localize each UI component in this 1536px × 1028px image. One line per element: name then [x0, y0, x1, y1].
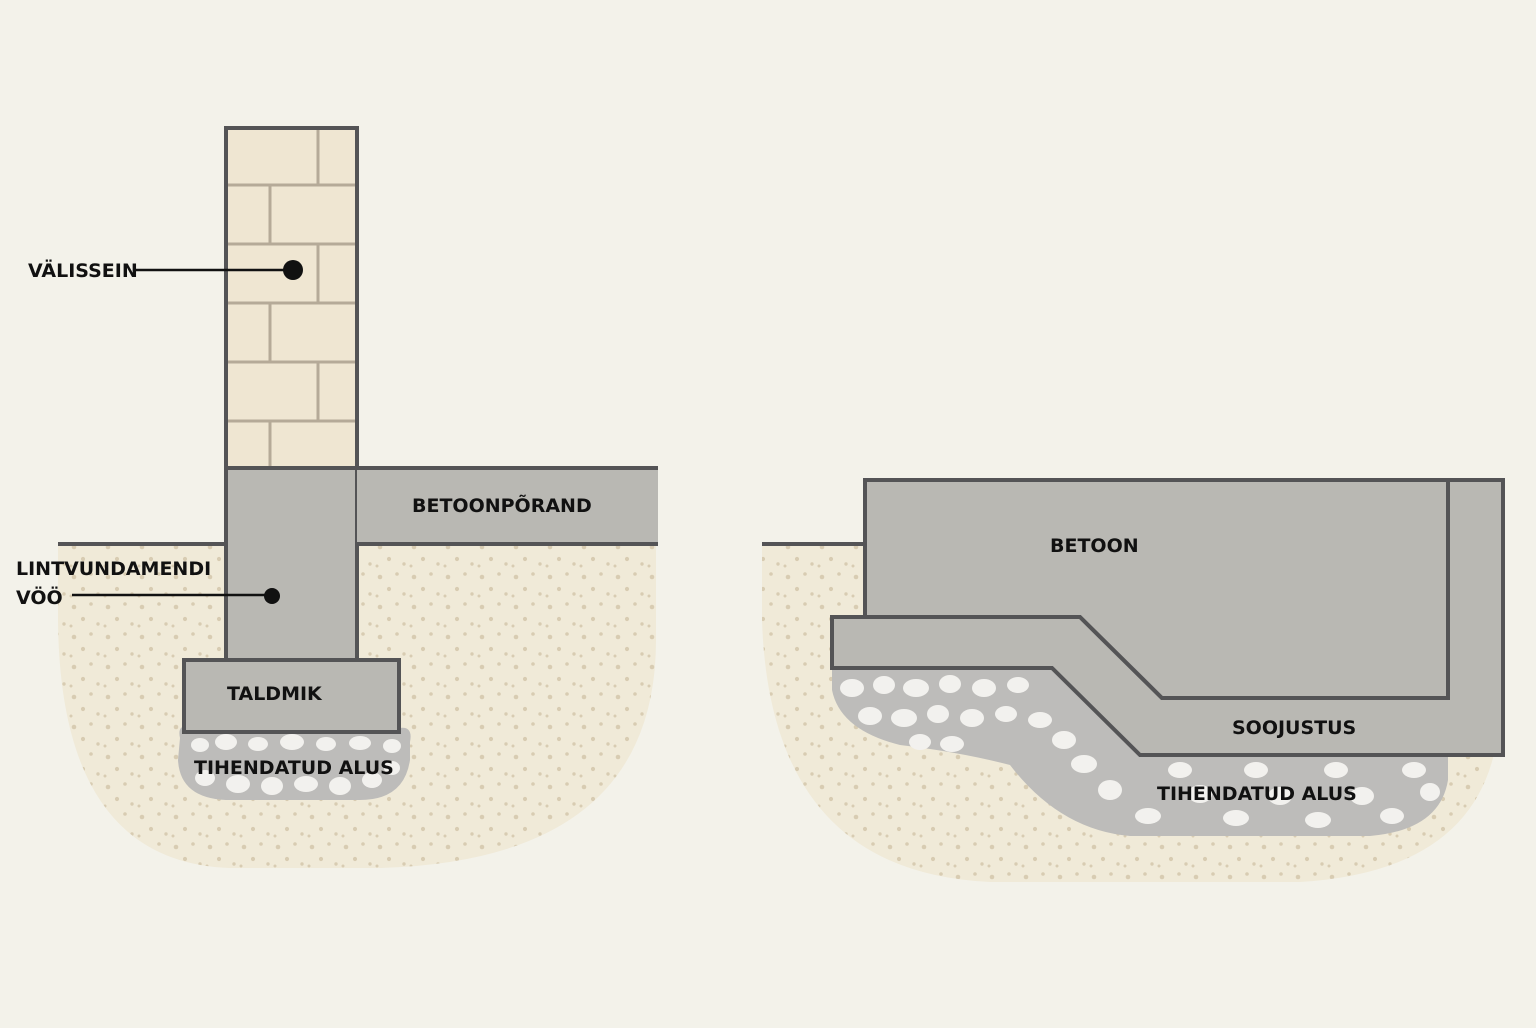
gravel-stone	[873, 676, 895, 694]
gravel-stone	[1420, 783, 1440, 801]
base-label-left: TIHENDATUD ALUS	[194, 757, 394, 779]
gravel-stone	[215, 734, 237, 750]
gravel-stone	[1028, 712, 1052, 728]
gravel-stone	[1188, 785, 1212, 803]
gravel-stone	[226, 775, 250, 793]
gravel-stone	[909, 734, 931, 750]
gravel-stone	[1324, 762, 1348, 778]
gravel-stone	[1135, 808, 1161, 824]
gravel-stone	[383, 739, 401, 753]
compacted-base-left	[178, 726, 411, 800]
gravel-stone	[195, 770, 215, 786]
gravel-stone	[840, 679, 864, 697]
gravel-stone	[927, 705, 949, 723]
gravel-stone	[1223, 810, 1249, 826]
gravel-stone	[261, 777, 283, 795]
belt-leader-dot	[264, 588, 280, 604]
gravel-stone	[349, 736, 371, 750]
wall-leader-dot	[283, 260, 303, 280]
floor-label: BETOONPÕRAND	[412, 493, 592, 517]
gravel-stone	[858, 707, 882, 725]
gravel-stone	[1350, 787, 1374, 805]
gravel-stone	[1402, 762, 1426, 778]
foundation-belt	[224, 466, 359, 662]
gravel-stone	[316, 737, 336, 751]
gravel-stone	[960, 709, 984, 727]
concrete-label: BETOON	[1050, 535, 1139, 557]
gravel-stone	[995, 706, 1017, 722]
gravel-stone	[1380, 808, 1404, 824]
gravel-stone	[1268, 787, 1292, 805]
belt-label-line1: LINTVUNDAMENDI	[16, 558, 211, 580]
gravel-stone	[384, 761, 400, 775]
gravel-stone	[891, 709, 917, 727]
gravel-stone	[248, 737, 268, 751]
gravel-stone	[362, 772, 382, 788]
gravel-stone	[903, 679, 929, 697]
gravel-stone	[1052, 731, 1076, 749]
base-label-right: TIHENDATUD ALUS	[1157, 783, 1357, 805]
gravel-stone	[1071, 755, 1097, 773]
gravel-stone	[972, 679, 996, 697]
gravel-stone	[329, 777, 351, 795]
gravel-stone	[940, 736, 964, 752]
gravel-stone	[191, 738, 209, 752]
footing	[182, 658, 401, 734]
gravel-stone	[1305, 812, 1331, 828]
gravel-stone	[294, 776, 318, 792]
footing-label: TALDMIK	[227, 683, 323, 705]
compacted-base-right	[832, 668, 1448, 836]
insulation-label: SOOJUSTUS	[1232, 717, 1356, 739]
gravel-stone	[939, 675, 961, 693]
wall-label: VÄLISSEIN	[28, 258, 138, 282]
gravel-stone	[1007, 677, 1029, 693]
brick-wall	[224, 126, 359, 470]
belt-label-line2: VÖÖ	[16, 585, 63, 609]
gravel-stone	[1244, 762, 1268, 778]
concrete-floor	[357, 466, 658, 546]
gravel-stone	[1168, 762, 1192, 778]
strip-foundation-diagram: VÄLISSEIN LINTVUNDAMENDI VÖÖ BETOONPÕRAN…	[16, 126, 658, 868]
gravel-stone	[280, 734, 304, 750]
concrete-slab	[863, 478, 1450, 700]
gravel-stone	[1098, 780, 1122, 800]
slab-foundation-diagram: BETOON SOOJUSTUS TIHENDATUD ALUS	[762, 478, 1505, 882]
